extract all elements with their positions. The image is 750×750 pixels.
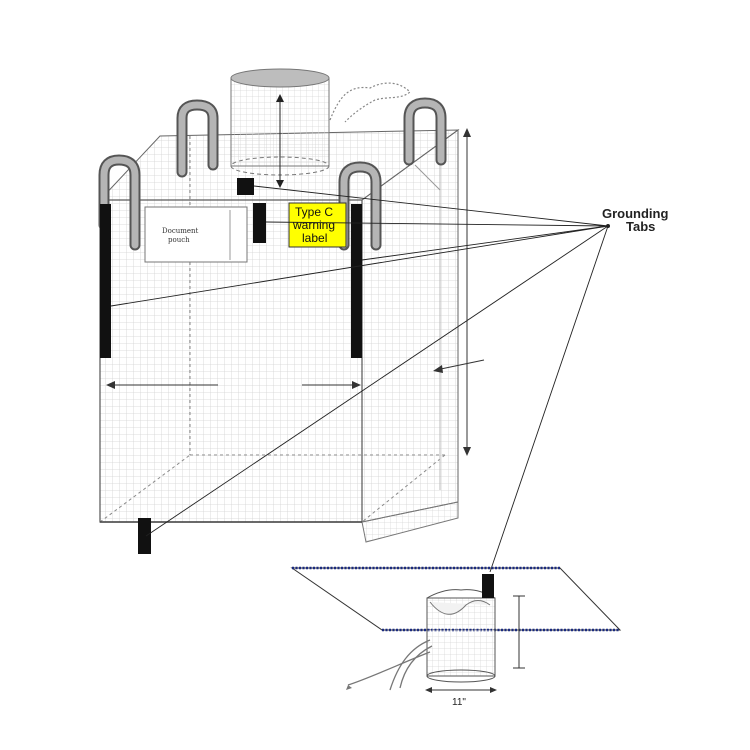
corner-strap-right <box>351 204 362 358</box>
spout-ties <box>389 639 431 691</box>
warning-label-line2: warning <box>292 218 335 232</box>
pouch-label-line1: Document <box>162 227 199 235</box>
document-pouch: Document pouch <box>144 206 248 263</box>
loop-icon <box>176 99 219 178</box>
width-dimension <box>106 381 361 389</box>
grounding-tab-front <box>253 203 266 243</box>
spout-tie-rope <box>329 82 411 123</box>
fill-spout <box>230 68 411 188</box>
grounding-tab-bottom <box>138 518 151 554</box>
loop-icon <box>98 154 141 251</box>
lifting-loops <box>98 97 447 251</box>
warning-label: Type C warning label <box>288 202 347 248</box>
grounding-tabs-label-line2: Tabs <box>626 219 655 234</box>
grounding-leader-point <box>606 224 610 228</box>
corner-strap-left <box>100 204 111 358</box>
grounding-tab-inset <box>482 574 494 598</box>
pouch-label-line2: pouch <box>168 236 190 244</box>
inset-width-label: 11" <box>452 697 466 708</box>
grounding-tab-top <box>237 178 254 195</box>
height-dimension <box>433 128 485 456</box>
bag-body <box>98 129 460 543</box>
loop-icon <box>338 161 382 251</box>
grounding-leader-lines <box>110 185 609 573</box>
loop-icon <box>403 97 447 166</box>
discharge-spout-inset: 11" <box>290 566 622 708</box>
bag-hidden-edges <box>99 136 446 523</box>
warning-label-line3: label <box>302 231 327 245</box>
grounding-tabs-label-line1: Grounding <box>602 206 668 221</box>
warning-label-line1: Type C <box>295 205 333 219</box>
bag-bottom-skirt <box>361 501 459 543</box>
